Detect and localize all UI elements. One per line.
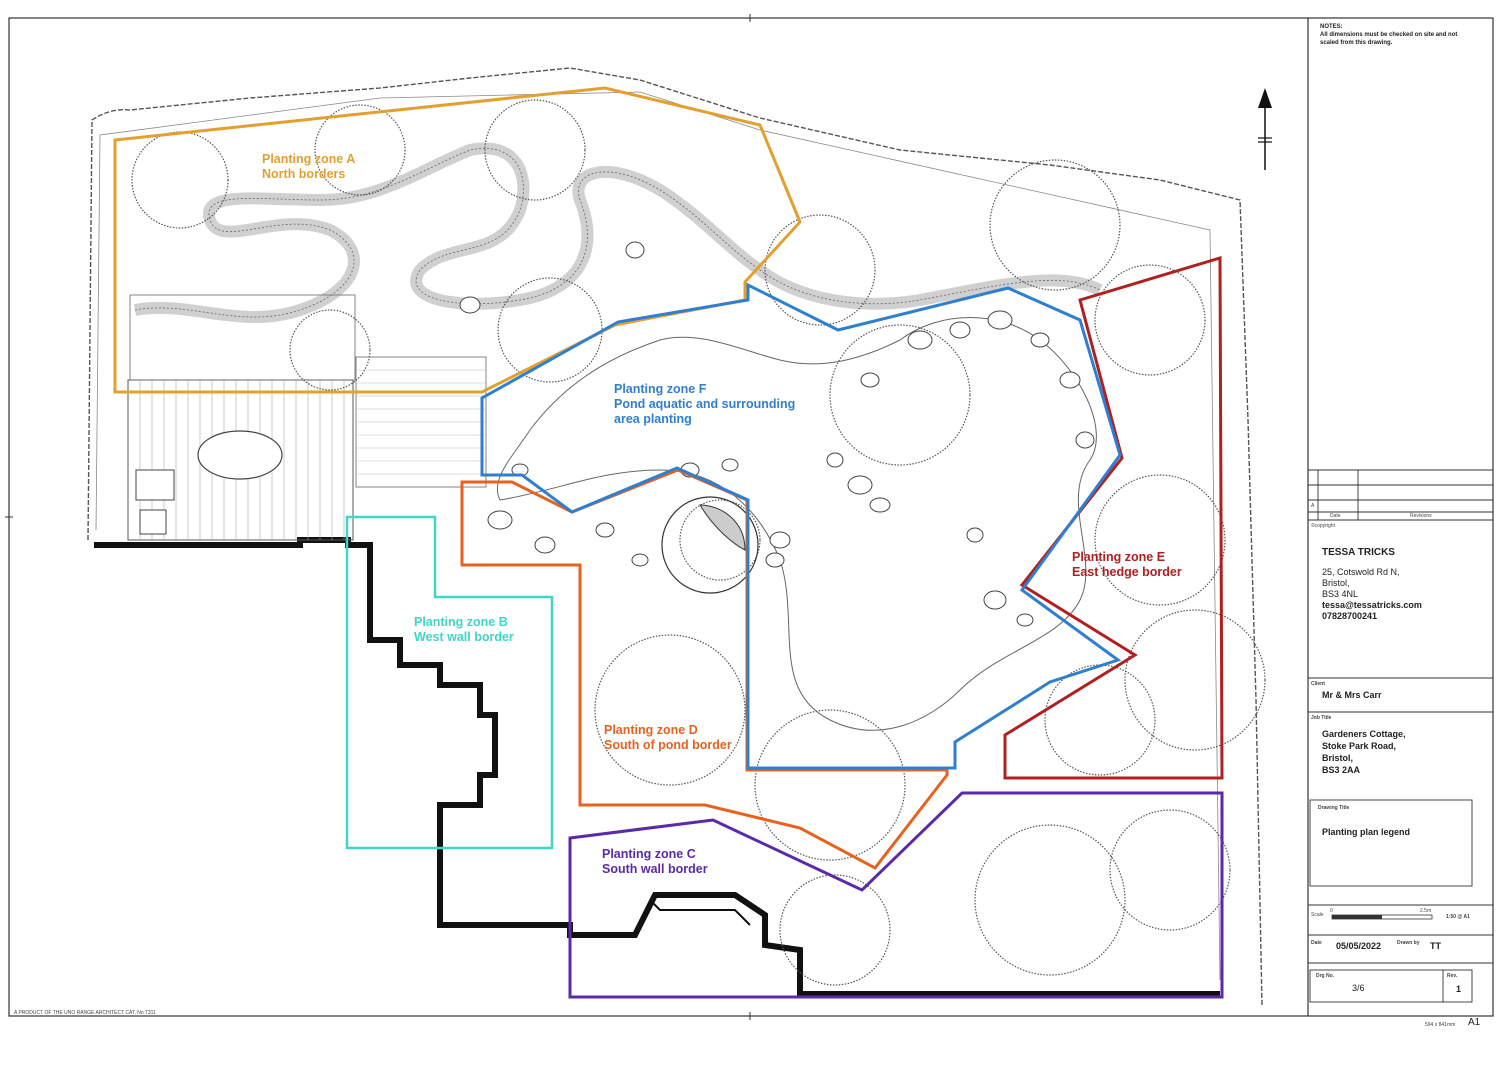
- zone-d-label: Planting zone D South of pond border: [604, 723, 732, 753]
- pond-stones: [459, 241, 1095, 627]
- house-wall: [94, 537, 1220, 997]
- notes-text-1: All dimensions must be checked on site a…: [1320, 32, 1458, 38]
- zone-e-title: Planting zone E: [1072, 550, 1166, 564]
- job-title-label: Job Title: [1311, 715, 1332, 721]
- company-name: TESSA TRICKS: [1322, 547, 1395, 558]
- notes-label: NOTES:: [1320, 24, 1343, 30]
- job-line-2: Stoke Park Road,: [1322, 741, 1397, 751]
- rev-col-revisions: Revisions: [1410, 513, 1432, 519]
- date-value: 05/05/2022: [1336, 941, 1382, 951]
- drg-no-value: 3/6: [1352, 983, 1365, 993]
- tree-canopies: [131, 99, 1266, 986]
- rev-col-date: Date: [1330, 513, 1341, 519]
- contact-phone: 07828700241: [1322, 611, 1378, 621]
- sheet-size: A1: [1468, 1017, 1481, 1028]
- drg-no-label: Drg No.: [1316, 973, 1335, 979]
- dining-table: [197, 430, 283, 480]
- zone-c-outline: [568, 791, 1224, 999]
- paper-size: 594 x 841mm: [1425, 1022, 1456, 1028]
- zone-a-title: Planting zone A: [262, 152, 356, 166]
- zone-f-subtitle: Pond aquatic and surrounding: [614, 397, 796, 411]
- zone-d-title: Planting zone D: [604, 723, 698, 737]
- pond-outline: [496, 317, 1097, 731]
- rev-value: 1: [1456, 984, 1462, 994]
- zone-c-subtitle: South wall border: [602, 862, 708, 876]
- zone-a-subtitle: North borders: [262, 167, 346, 181]
- job-line-3: Bristol,: [1322, 753, 1354, 763]
- zone-a-outline: [113, 86, 802, 394]
- address-line-3: BS3 4NL: [1322, 589, 1359, 599]
- zone-f-title: Planting zone F: [614, 382, 707, 396]
- scale-25m: 2.5m: [1420, 908, 1432, 914]
- rev-label: Rev.: [1447, 973, 1458, 979]
- client-name: Mr & Mrs Carr: [1322, 690, 1382, 700]
- north-arrow-icon: [1258, 88, 1272, 170]
- zone-d-subtitle: South of pond border: [604, 738, 732, 752]
- date-label: Date: [1311, 940, 1322, 946]
- zone-b-subtitle: West wall border: [414, 630, 514, 644]
- sheet-border: [8, 17, 1494, 1017]
- zone-e-label: Planting zone E East hedge border: [1072, 550, 1182, 580]
- title-block-lines: [1308, 469, 1493, 1003]
- zone-b-label: Planting zone B West wall border: [414, 615, 514, 645]
- deck-terrace: [127, 294, 487, 541]
- client-label: Client: [1311, 681, 1325, 687]
- zone-c-label: Planting zone C South wall border: [602, 847, 708, 877]
- contact-email: tessa@tessatricks.com: [1322, 600, 1422, 610]
- job-line-1: Gardeners Cottage,: [1322, 729, 1406, 739]
- zone-f-label: Planting zone F Pond aquatic and surroun…: [614, 382, 795, 427]
- zone-c-title: Planting zone C: [602, 847, 696, 861]
- notes-text-2: scaled from this drawing.: [1320, 40, 1393, 46]
- zone-a-label: Planting zone A North borders: [262, 152, 355, 182]
- scale-zero: 0: [1330, 908, 1333, 914]
- drawing-title: Planting plan legend: [1322, 827, 1411, 837]
- rev-col-a: A: [1311, 503, 1315, 509]
- drawn-by-value: TT: [1430, 941, 1441, 951]
- zone-d-outline: [460, 468, 949, 870]
- hedge-boundary: [87, 67, 1263, 1006]
- product-note: A PRODUCT OF THE UNO RANGE ARCHITECT CAT…: [14, 1010, 156, 1016]
- drawn-by-label: Drawn by: [1397, 940, 1420, 946]
- copyright: ©copyright: [1311, 523, 1335, 529]
- drawing-title-label: Drawing Title: [1318, 805, 1350, 811]
- zone-b-title: Planting zone B: [414, 615, 508, 629]
- scale-value: 1:50 @ A1: [1446, 914, 1470, 920]
- zone-f-subtitle-2: area planting: [614, 412, 692, 426]
- address-line-2: Bristol,: [1322, 578, 1350, 588]
- address-line-1: 25, Cotswold Rd N,: [1322, 567, 1400, 577]
- scale-bar: [1331, 914, 1433, 920]
- circular-feature: [661, 496, 759, 594]
- job-line-4: BS3 2AA: [1322, 765, 1361, 775]
- zone-f-outline: [480, 282, 1122, 770]
- zone-e-subtitle: East hedge border: [1072, 565, 1182, 579]
- zone-b-outline: [345, 515, 554, 850]
- scale-label: Scale: [1311, 912, 1324, 918]
